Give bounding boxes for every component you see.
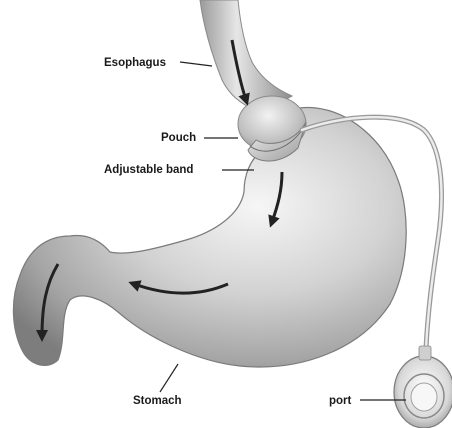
label-stomach: Stomach bbox=[133, 394, 182, 408]
leader-esophagus bbox=[180, 62, 212, 66]
port-center bbox=[411, 383, 437, 411]
leader-stomach bbox=[160, 364, 178, 392]
label-pouch: Pouch bbox=[161, 131, 196, 145]
label-esophagus: Esophagus bbox=[104, 56, 166, 70]
label-adjustable-band: Adjustable band bbox=[104, 163, 193, 177]
port-connector bbox=[419, 346, 431, 360]
stomach-shape bbox=[13, 107, 406, 366]
label-port: port bbox=[329, 394, 351, 408]
